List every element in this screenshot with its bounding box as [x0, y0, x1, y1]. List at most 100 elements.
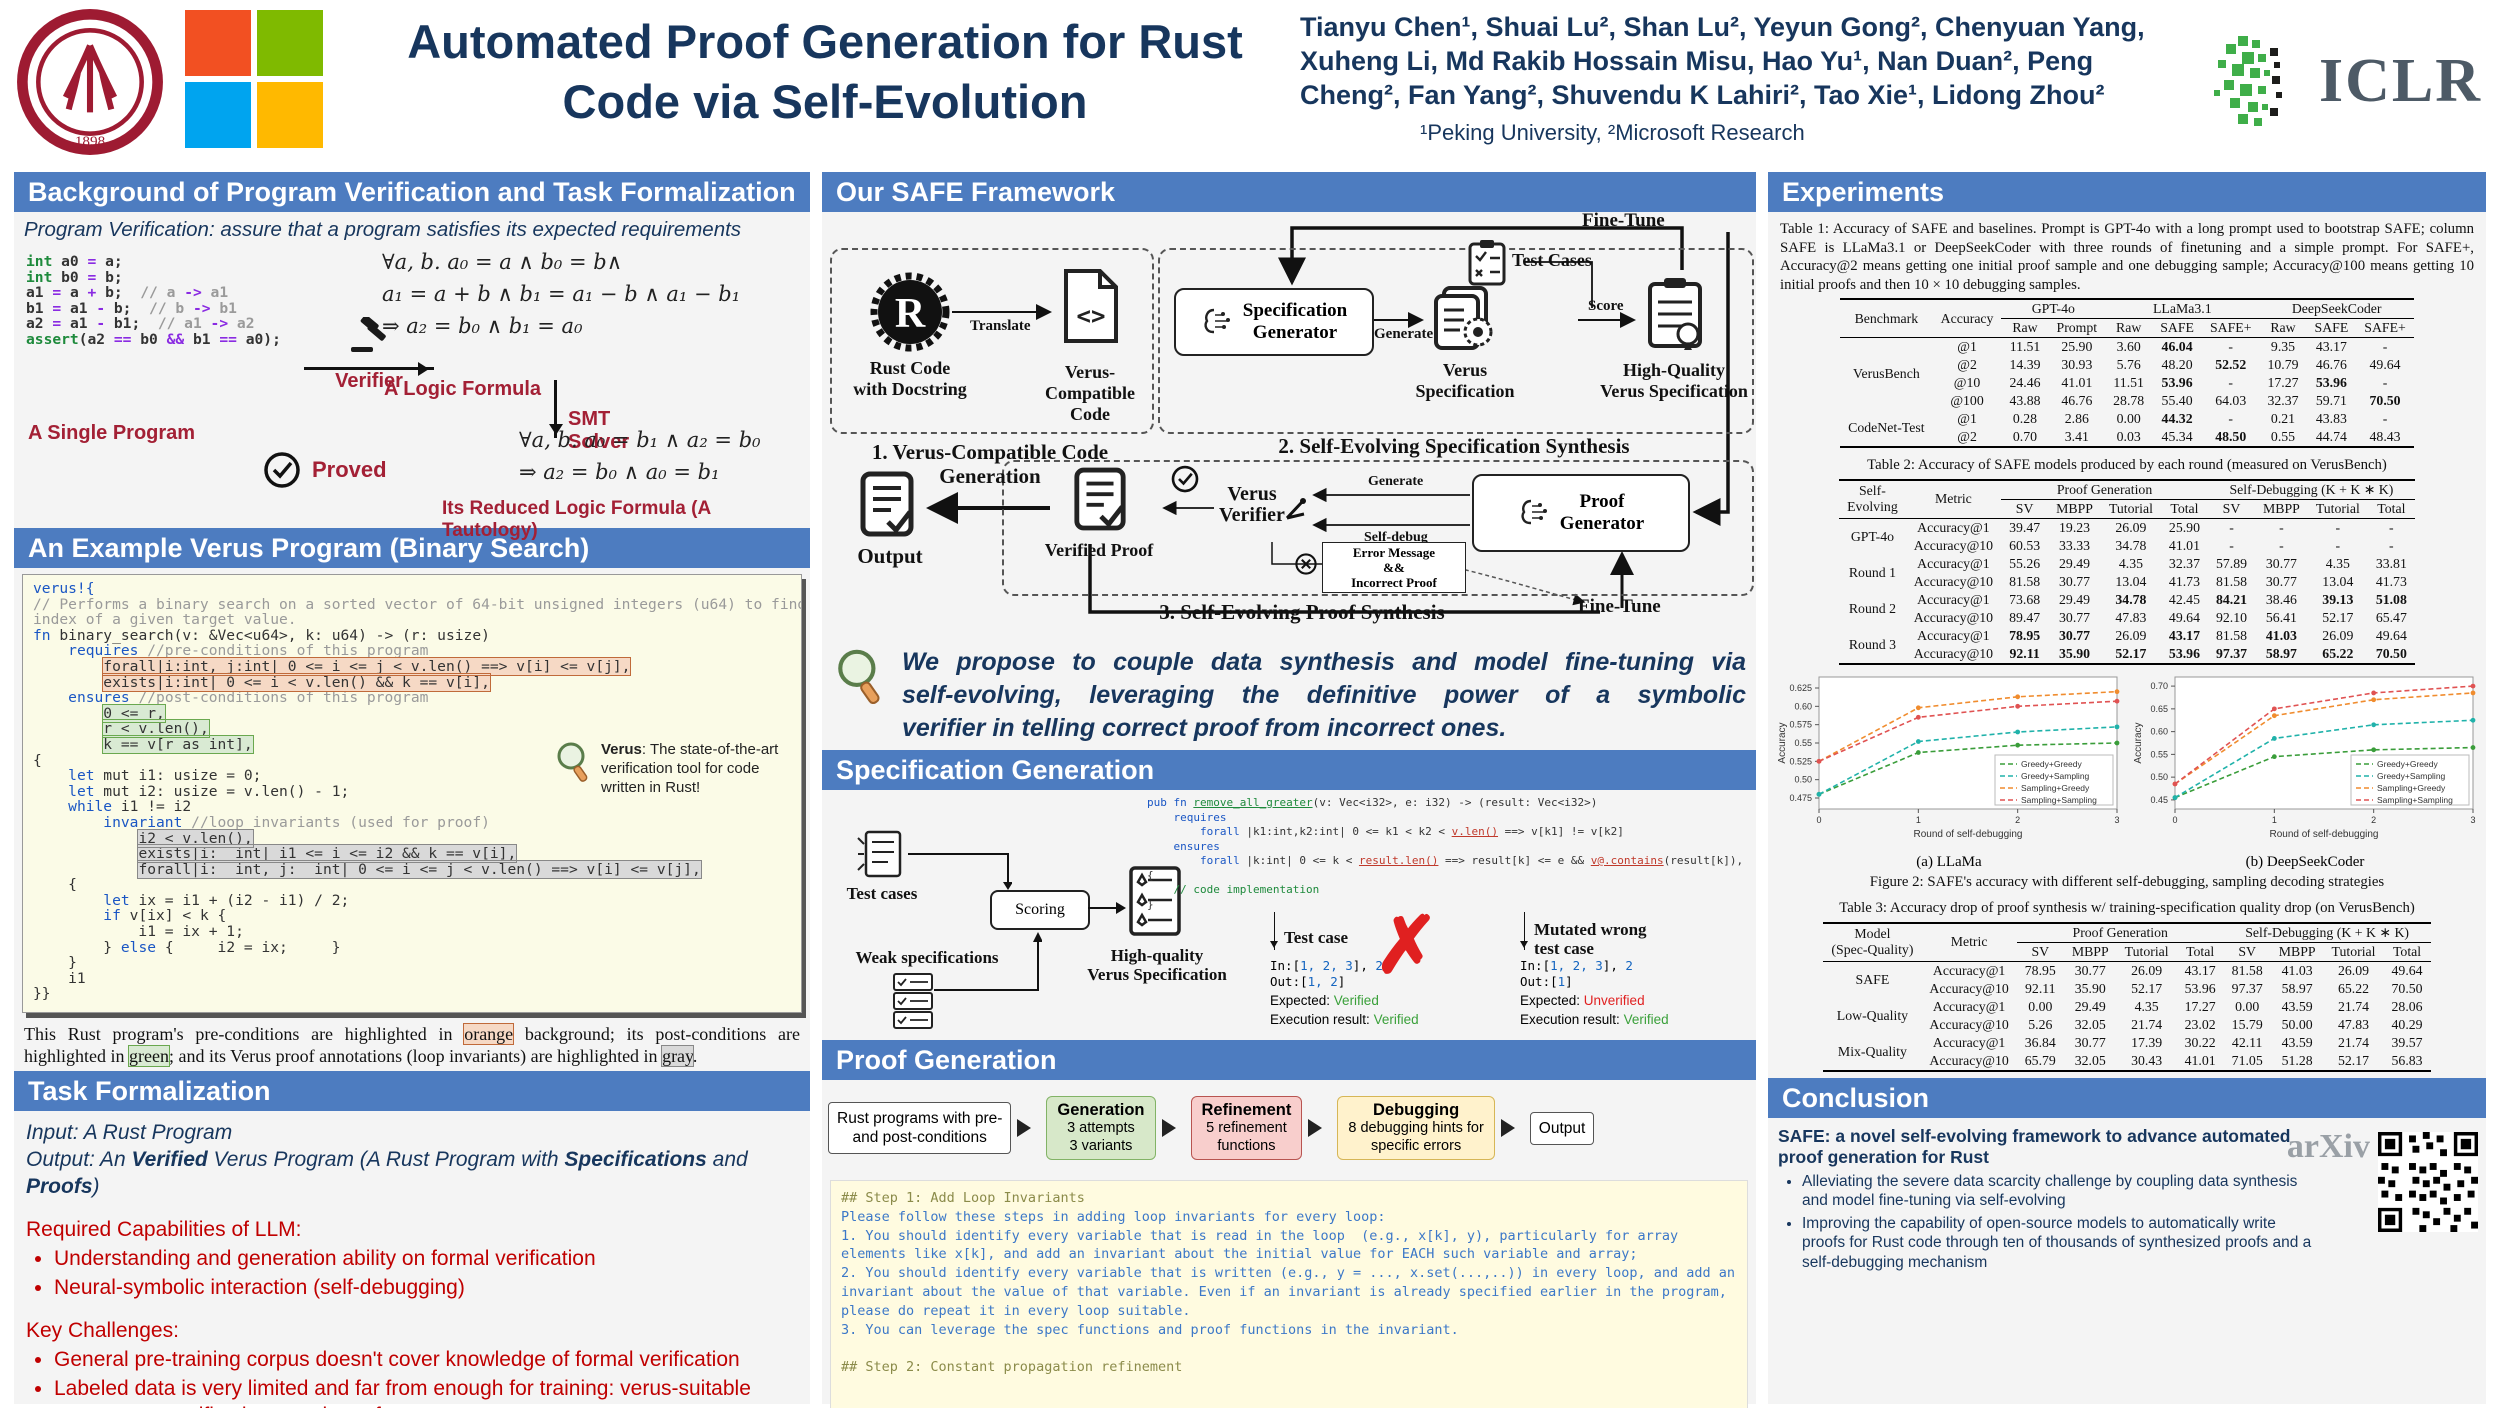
table-cell: SAFE [1855, 971, 1890, 987]
segment: result.len() [1358, 854, 1439, 867]
segment [33, 783, 68, 800]
segment: k == v[r as int], [102, 734, 254, 754]
segment: invariant [103, 813, 183, 831]
background-section: Program Verification: assure that a prog… [14, 212, 810, 541]
verifier-arrow [304, 362, 434, 376]
segment: }} [33, 985, 51, 1003]
table-cell: 44.32 [2161, 411, 2193, 426]
table-cell: 40.29 [2391, 1016, 2423, 1032]
table-cell: 43.17 [2168, 627, 2200, 643]
table-cell: 30.77 [2059, 627, 2091, 643]
segment: 1, 2, 3 [1550, 958, 1603, 973]
svg-text:3: 3 [2470, 815, 2475, 825]
table-cell: 56.83 [2391, 1052, 2423, 1068]
code-line: exists|i: int| i1 <= i <= i2 && k == v[i… [33, 844, 801, 864]
list-item: Labeled data is very limited and far fro… [54, 1375, 798, 1408]
verus-code: verus!{// Performs a binary search on a … [33, 581, 801, 1002]
pipeline-arrow [1500, 1119, 1524, 1137]
table-cell: 81.58 [2215, 627, 2248, 643]
table-cell: 17.39 [2131, 1034, 2163, 1050]
segment: { [33, 751, 42, 769]
check-circle-icon [264, 452, 300, 488]
table-cell: 0.55 [2270, 429, 2296, 444]
table-cell: 39.13 [2322, 591, 2354, 607]
table-cell: 43.59 [2281, 998, 2313, 1014]
verus-specification-icon [1434, 286, 1493, 350]
spec-example-code: pub fn remove_all_greater(v: Vec<i32>, e… [1147, 796, 1747, 912]
code-line: ## Step 2: Constant propagation refineme… [841, 1358, 1737, 1377]
segment: assert [26, 330, 79, 348]
segment: // a1 [157, 315, 211, 333]
step2-caption: 2. Self-Evolving Specification Synthesis [1278, 434, 1630, 458]
segment: -> [210, 315, 229, 333]
authors-line: Cheng², Fan Yang², Shuvendu K Lahiri², T… [1300, 80, 2105, 110]
segment: In:[ [1520, 958, 1551, 973]
segment: ], [1602, 958, 1626, 973]
table-cell: @100 [1950, 393, 1984, 408]
magnifier-icon [838, 649, 880, 705]
segment: b; [96, 268, 123, 286]
svg-text:Sampling+Sampling: Sampling+Sampling [2377, 795, 2453, 805]
table-cell: 32.05 [2074, 1052, 2106, 1068]
table-cell: Accuracy@10 [1913, 537, 1994, 553]
segment: = [87, 268, 97, 286]
segment: forall [1199, 825, 1240, 838]
table-header-cell: MBPP [2278, 943, 2316, 959]
code-line: int b0 = b; [26, 268, 281, 286]
test-case-label: Test case [1284, 928, 1349, 947]
segment: (result[k]), [1663, 854, 1744, 867]
verus-callout: Verus: The state-of-the-art verification… [553, 740, 783, 797]
svg-text:<>: <> [1077, 302, 1106, 330]
table-header-cell: Tutorial [2331, 943, 2376, 959]
segment: requires [1173, 810, 1227, 824]
affiliations: ¹Peking University, ²Microsoft Research [1420, 120, 1805, 145]
error-message-box: Error Message && Incorrect Proof [1322, 542, 1466, 593]
table-cell: 52.52 [2215, 357, 2247, 372]
segment: |k:int| 0 <= k < [1239, 854, 1359, 867]
table-cell: 41.03 [2281, 962, 2313, 978]
table-cell: Round 3 [1848, 636, 1896, 652]
code-line: b1 = a1 - b; // b -> b1 [26, 300, 281, 317]
table-cell: 46.76 [2061, 393, 2093, 408]
table-header-cell: MBPP [2071, 943, 2109, 959]
segment: ==> result[k] <= e && [1438, 854, 1591, 867]
table-cell: @10 [1953, 375, 1981, 390]
segment: ] [1337, 974, 1346, 989]
list-item: Neural-symbolic interaction (self-debugg… [54, 1274, 798, 1301]
segment: pub fn [1147, 796, 1194, 809]
test-case-input: In:[1, 2, 3], 2 [1520, 958, 1740, 974]
table-cell: 71.05 [2231, 1052, 2263, 1068]
proved-label: Proved [312, 457, 387, 482]
segment: = [52, 284, 62, 302]
segment: if [103, 907, 121, 925]
table-cell: - [2228, 375, 2234, 390]
table-cell: 53.96 [2161, 375, 2193, 390]
code-line: forall |k1:int,k2:int| 0 <= k1 < k2 < v.… [1147, 825, 1747, 840]
segment: 2. You should identify every variable th… [841, 1265, 1744, 1319]
segment: Verus [601, 741, 642, 758]
table-cell: 65.79 [2024, 1052, 2056, 1068]
svg-text:Greedy+Greedy: Greedy+Greedy [2377, 759, 2438, 769]
debugging-stage-title: Debugging [1373, 1101, 1460, 1119]
table-cell: 9.35 [2270, 339, 2296, 354]
table-cell: 60.53 [2009, 537, 2041, 553]
segment: == [113, 330, 132, 348]
authors-line: Tianyu Chen¹, Shuai Lu², Shan Lu², Yeyun… [1300, 12, 2145, 42]
segment: a1 [61, 315, 97, 333]
table-cell: 84.21 [2215, 591, 2248, 607]
table-header-cell: Metric [1935, 491, 1972, 506]
table-cell: - [2382, 339, 2388, 354]
code-line: forall|i: int, j: int| 0 <= i <= j < v.l… [33, 859, 801, 879]
table-cell: 30.77 [2059, 573, 2091, 589]
weak-specifications-label: Weak specifications [855, 948, 999, 967]
table-cell: 3.60 [2116, 339, 2141, 354]
table-cell: - [2279, 537, 2284, 553]
segment: { [1147, 868, 1154, 882]
